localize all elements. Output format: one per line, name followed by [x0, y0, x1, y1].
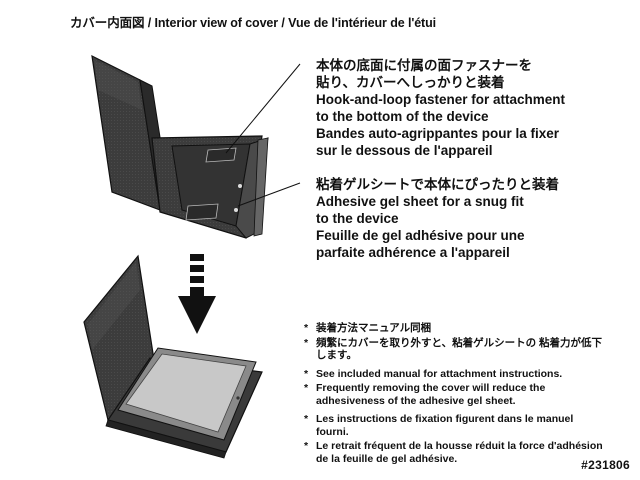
callout-line: Bandes auto-agrippantes pour la fixer: [316, 126, 560, 141]
product-code: #231806: [581, 458, 630, 472]
callout-line: to the device: [316, 211, 399, 226]
down-arrow-icon: [178, 254, 216, 334]
gel-sheet-dot: [238, 184, 242, 188]
callout-hook-loop: 本体の底面に付属の面ファスナーを 貼り、カバーへしっかりと装着 Hook-and…: [316, 57, 616, 159]
notes-section: * 装着方法マニュアル同梱 * 頻繁にカバーを取り外すと、粘着ゲルシートの 粘着…: [304, 322, 604, 467]
page-title: カバー内面図 / Interior view of cover / Vue de…: [70, 16, 437, 30]
callout-line: 本体の底面に付属の面ファスナーを: [316, 58, 532, 73]
hook-loop-pad-top: [205, 147, 237, 163]
callout-line: 貼り、カバーへしっかりと装着: [316, 75, 505, 90]
note-item: * See included manual for attachment ins…: [304, 367, 563, 380]
note-item: * Frequently removing the cover will red…: [304, 382, 546, 407]
device-in-cover-illustration: [83, 254, 263, 459]
cover-interior-illustration: [91, 54, 301, 239]
callout-line: Hook-and-loop fastener for attachment: [316, 92, 566, 107]
note-item: * Les instructions de fixation figurent …: [304, 413, 574, 438]
callout-line: parfaite adhérence a l'appareil: [316, 245, 510, 260]
note-item: * Le retrait fréquent de la housse rédui…: [304, 440, 603, 465]
callout-line: Feuille de gel adhésive pour une: [316, 228, 525, 243]
callout-line: 粘着ゲルシートで本体にぴったりと装着: [316, 177, 559, 192]
callout-line: sur le dessous de l'appareil: [316, 143, 493, 158]
device-screen: [125, 353, 247, 433]
note-item: * 装着方法マニュアル同梱: [304, 322, 432, 334]
callout-line: to the bottom of the device: [316, 109, 489, 124]
callout-adhesive-gel: 粘着ゲルシートで本体にぴったりと装着 Adhesive gel sheet fo…: [316, 176, 616, 261]
note-item: * 頻繁にカバーを取り外すと、粘着ゲルシートの 粘着力が低下します。: [304, 336, 602, 362]
callout-line: Adhesive gel sheet for a snug fit: [316, 194, 524, 209]
hook-loop-pad-bottom: [185, 203, 219, 221]
